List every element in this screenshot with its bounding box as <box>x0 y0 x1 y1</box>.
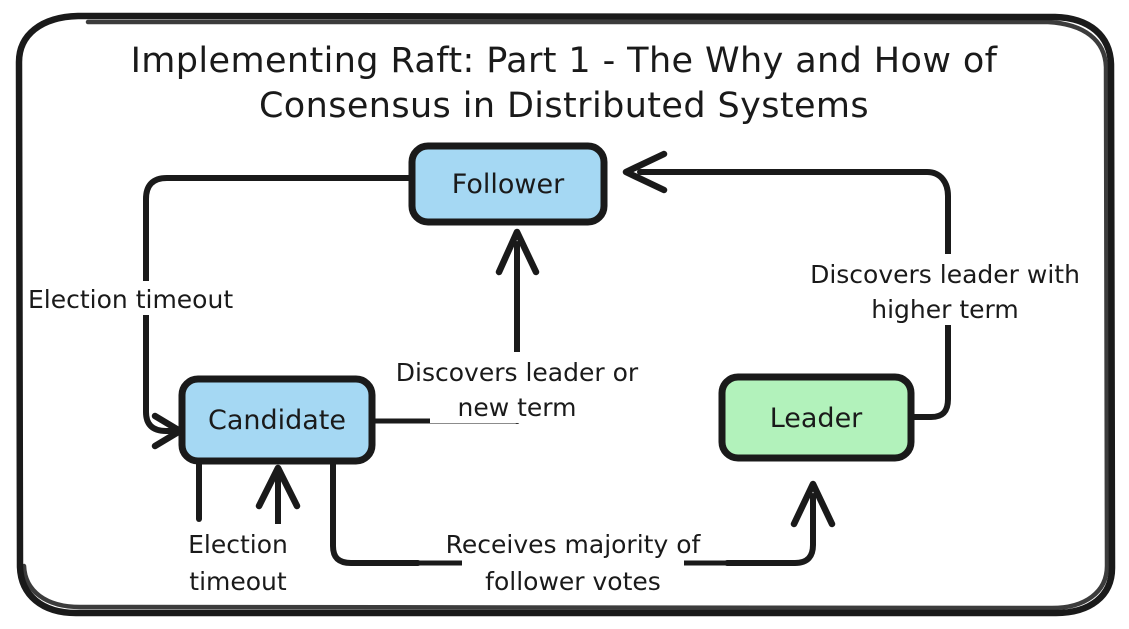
edge-candidate-self-loop <box>196 458 301 527</box>
candidate-label: Candidate <box>208 405 346 436</box>
title-line-1: Implementing Raft: Part 1 - The Why and … <box>131 41 998 81</box>
edge-label-receives-majority-of-follower-votes: Receives majority of follower votes <box>418 524 728 596</box>
label-backdrop <box>25 281 268 315</box>
label-backdrop-line1 <box>376 352 660 388</box>
edge-label-election-timeout-self: Election timeout <box>170 524 310 596</box>
edge-label-text-line-1: Election <box>188 530 288 559</box>
edge-label-text-line-2: follower votes <box>485 567 661 596</box>
leader-label: Leader <box>770 403 863 434</box>
edge-label-election-timeout-left: Election timeout <box>25 281 268 315</box>
follower-box[interactable] <box>408 142 608 226</box>
node-leader[interactable]: Leader <box>718 373 915 462</box>
edge-label-text-line-2: timeout <box>189 567 287 596</box>
label-backdrop-line1 <box>170 524 310 560</box>
candidate-box[interactable] <box>178 375 376 465</box>
follower-label: Follower <box>452 169 565 200</box>
edge-label-discovers-leader-or-new-term: Discovers leader or new term <box>376 352 660 423</box>
label-backdrop-line1 <box>418 524 728 560</box>
label-backdrop-line2 <box>462 560 684 596</box>
title-line-2: Consensus in Distributed Systems <box>259 86 869 126</box>
edge-label-text-line-1: Discovers leader with <box>810 260 1080 289</box>
node-candidate[interactable]: Candidate <box>178 375 376 465</box>
leader-box[interactable] <box>718 373 915 462</box>
page-title: Implementing Raft: Part 1 - The Why and … <box>131 41 998 126</box>
outer-frame <box>15 12 1116 617</box>
edge-label-text-line-2: new term <box>458 393 577 422</box>
node-follower[interactable]: Follower <box>408 142 608 226</box>
edge-label-text-line-1: Receives majority of <box>446 530 702 559</box>
edge-label-text-line-2: higher term <box>871 295 1019 324</box>
edge-label-text-line-1: Discovers leader or <box>396 358 639 387</box>
label-backdrop-line2 <box>430 388 605 423</box>
edge-label-text: Election timeout <box>28 285 233 314</box>
label-backdrop-line2 <box>862 290 1034 325</box>
edge-label-discovers-leader-with-higher-term: Discovers leader with higher term <box>790 254 1098 325</box>
label-backdrop-line2 <box>170 560 310 596</box>
label-backdrop-line1 <box>790 254 1098 290</box>
